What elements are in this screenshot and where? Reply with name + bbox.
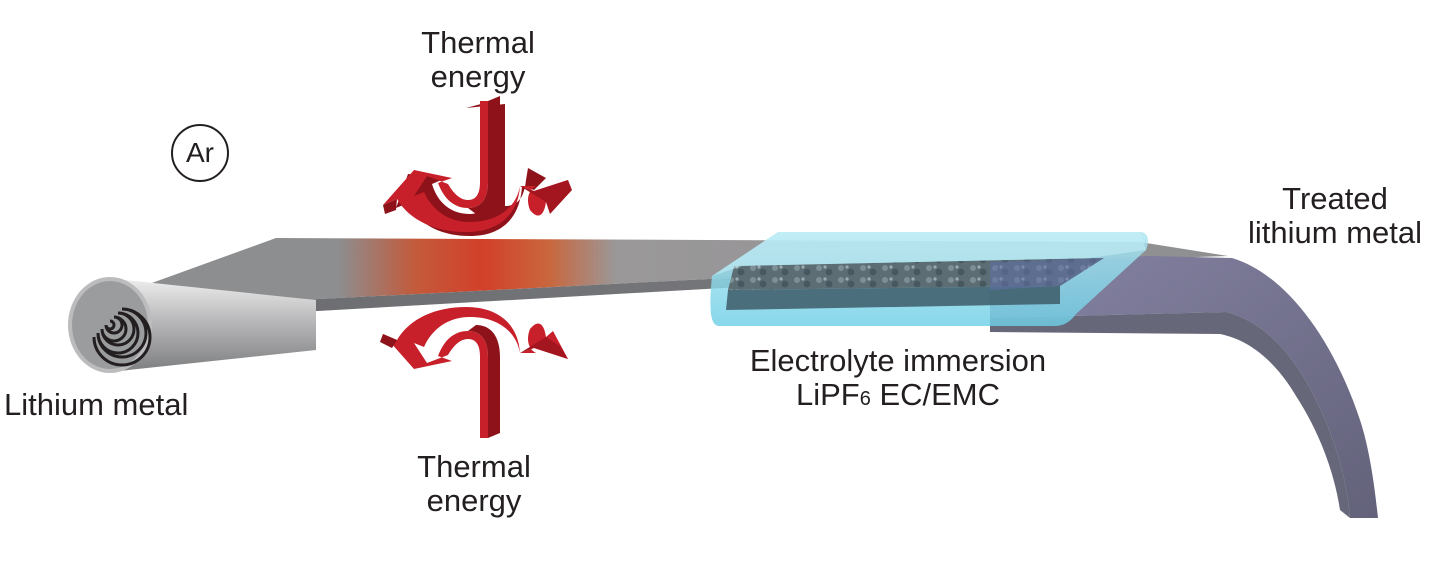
thermal-energy-bottom-label: Thermal energy — [408, 450, 540, 518]
electrolyte-title: Electrolyte immersion — [749, 343, 1047, 378]
split-arrow-up-icon — [380, 307, 568, 438]
treated-label-line2: lithium metal — [1248, 215, 1422, 250]
formula-suffix: EC/EMC — [870, 377, 1001, 412]
electrolyte-bath — [710, 232, 1148, 326]
electrolyte-label: Electrolyte immersion LiPF6 EC/EMC — [726, 344, 1070, 416]
foil-roll-icon — [68, 277, 316, 373]
formula-subscript: 6 — [859, 388, 871, 410]
split-arrow-down-icon — [383, 96, 572, 236]
thermal-label-line1: Thermal — [421, 25, 535, 60]
electrolyte-formula: LiPF6 EC/EMC — [726, 378, 1070, 416]
treated-foil — [990, 256, 1378, 518]
thermal-label-line2: energy — [426, 483, 522, 518]
argon-badge: Ar — [171, 124, 229, 182]
lithium-metal-label: Lithium metal — [4, 387, 189, 422]
thermal-label-line1: Thermal — [417, 449, 531, 484]
treated-label-line1: Treated — [1282, 181, 1388, 216]
argon-label: Ar — [186, 137, 214, 168]
treated-lithium-label: Treated lithium metal — [1230, 182, 1440, 250]
thermal-label-line2: energy — [430, 59, 526, 94]
formula-prefix: LiPF — [795, 377, 860, 412]
thermal-energy-top-label: Thermal energy — [412, 26, 544, 94]
